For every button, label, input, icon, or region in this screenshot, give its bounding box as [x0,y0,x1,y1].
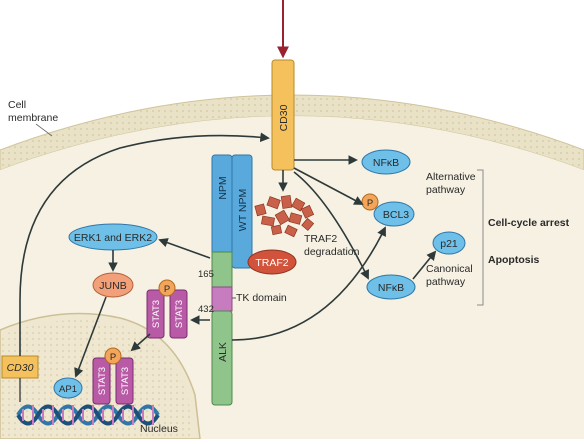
apoptosis-label: Apoptosis [488,254,539,266]
stat3-cyto-b [169,289,188,339]
traf2-label: TRAF2 [255,257,288,269]
alternative-pathway-label-2: pathway [426,184,466,196]
cell-membrane-label-1: Cell [8,99,26,111]
residue-432-label: 432 [198,304,214,315]
wt-npm-bar [231,154,253,269]
canonical-pathway-label-1: Canonical [426,263,473,275]
residue-165-label: 165 [198,269,214,280]
dna-helix [16,404,160,426]
junb-protein [92,272,134,298]
svg-text:P: P [110,352,116,363]
svg-text:STAT3: STAT3 [120,367,131,395]
svg-text:STAT3: STAT3 [174,300,185,328]
wt-npm-label: WT NPM [237,189,249,231]
canonical-pathway-label-2: pathway [426,276,466,288]
nfkb-top-label: NFκB [373,157,399,169]
bcl3-protein [373,201,415,227]
stat3-cyto-phospho [158,279,176,297]
alk-label: ALK [217,342,229,362]
traf2-degradation-fragments [254,194,315,238]
ap1-label: AP1 [59,384,77,395]
erk-label: ERK1 and ERK2 [74,232,152,244]
bcl3-label: BCL3 [383,209,409,221]
nucleus-label: Nucleus [140,423,178,435]
ap1-protein [53,377,83,399]
cd30-receptor-label: CD30 [278,104,290,131]
stat3-nuc-a [92,357,111,405]
tk-domain-label: TK domain [236,292,287,304]
npm-label: NPM [217,176,229,199]
nfkb-bottom [366,274,416,300]
cell-cycle-arrest-label: Cell-cycle arrest [488,217,570,229]
npm-bar [211,154,233,256]
junb-label: JUNB [99,280,126,292]
alternative-pathway-label-1: Alternative [426,171,476,183]
alk-bar [211,310,233,406]
pathway-arrows [19,132,437,378]
tk-domain-block [211,286,233,312]
svg-text:STAT3: STAT3 [151,300,162,328]
svg-text:STAT3: STAT3 [97,367,108,395]
svg-text:P: P [164,284,170,295]
stat3-nuc-b [115,357,134,405]
stat3-nuc-phospho [104,347,122,365]
p21-label: p21 [440,238,458,250]
nfkb-top [361,149,411,175]
cd30-gene-label: CD30 [7,362,34,374]
traf2-protein [247,249,297,275]
traf2-degradation-label-2: degradation [304,246,360,258]
cell-membrane-label-2: membrane [8,112,58,124]
svg-text:P: P [367,198,373,209]
outcome-bracket [477,169,484,306]
traf2-degradation-label-1: TRAF2 [304,233,337,245]
p21-protein [432,231,466,255]
nfkb-bottom-label: NFκB [378,282,404,294]
stat3-cyto-a [146,289,165,339]
alk-upper-bar [211,251,233,288]
